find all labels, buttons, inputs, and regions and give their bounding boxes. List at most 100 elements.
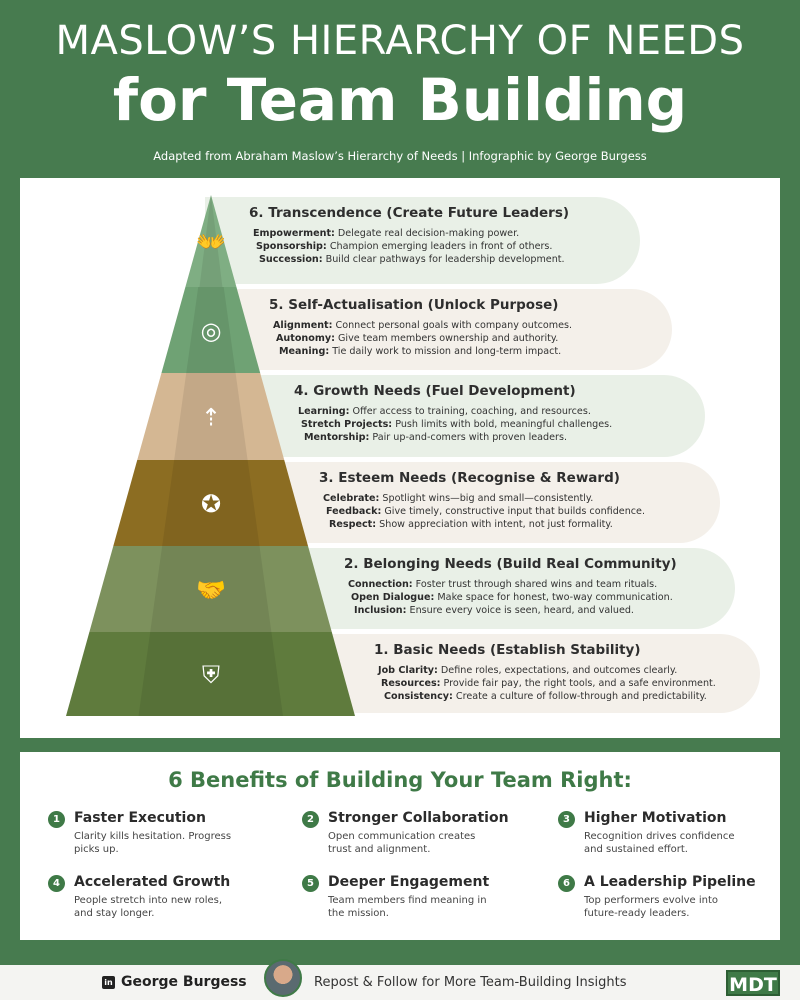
tier-point: Empowerment: Delegate real decision-maki… bbox=[253, 227, 640, 240]
point-text: Delegate real decision-making power. bbox=[334, 228, 520, 239]
author-name[interactable]: George Burgess bbox=[121, 974, 247, 990]
meditation-icon: ◎ bbox=[201, 317, 222, 345]
avatar bbox=[264, 959, 302, 997]
tier-point: Autonomy: Give team members ownership an… bbox=[276, 332, 672, 345]
benefit-text: Top performers evolve into future-ready … bbox=[584, 895, 719, 919]
point-text: Champion emerging leaders in front of ot… bbox=[326, 241, 553, 252]
point-text: Spotlight wins—big and small—consistentl… bbox=[379, 493, 594, 504]
point-label: Alignment: bbox=[273, 320, 333, 331]
point-label: Resources: bbox=[381, 678, 441, 689]
point-text: Give team members ownership and authorit… bbox=[334, 333, 559, 344]
linkedin-icon[interactable]: in bbox=[102, 976, 115, 989]
growth-plant-icon: ⇡ bbox=[201, 404, 221, 432]
tier-shade bbox=[186, 287, 236, 373]
benefit-number: 3 bbox=[558, 811, 575, 828]
benefit-text: Clarity kills hesitation. Progress picks… bbox=[74, 831, 232, 855]
benefits-panel: 6 Benefits of Building Your Team Right: … bbox=[20, 752, 780, 940]
benefit-number: 6 bbox=[558, 875, 575, 892]
benefit-title: Faster Execution bbox=[74, 810, 206, 826]
point-label: Empowerment: bbox=[253, 228, 335, 239]
tier-point: Alignment: Connect personal goals with c… bbox=[273, 319, 672, 332]
point-text: Tie daily work to mission and long-term … bbox=[329, 346, 562, 357]
point-label: Mentorship: bbox=[304, 432, 370, 443]
benefit-title: A Leadership Pipeline bbox=[584, 874, 756, 890]
tier-title: 2. Belonging Needs (Build Real Community… bbox=[344, 556, 677, 572]
tier-shade bbox=[150, 546, 272, 632]
tier-point: Mentorship: Pair up-and-comers with prov… bbox=[304, 431, 705, 444]
tier-point: Connection: Foster trust through shared … bbox=[348, 578, 735, 591]
point-label: Inclusion: bbox=[354, 605, 407, 616]
tier-point: Open Dialogue: Make space for honest, tw… bbox=[351, 591, 735, 604]
tier-title: 3. Esteem Needs (Recognise & Reward) bbox=[319, 470, 620, 486]
hands-person-icon: 👐 bbox=[196, 228, 226, 256]
benefit-text: Team members find meaning in the mission… bbox=[328, 895, 487, 919]
pyramid-tier bbox=[185, 195, 237, 287]
point-text: Ensure every voice is seen, heard, and v… bbox=[406, 605, 634, 616]
tier-point: Celebrate: Spotlight wins—big and small—… bbox=[323, 492, 720, 505]
tier-shade bbox=[138, 632, 283, 716]
benefit-text: Open communication creates trust and ali… bbox=[328, 831, 476, 855]
tier-card: 2. Belonging Needs (Build Real Community… bbox=[300, 548, 735, 629]
benefit-number: 4 bbox=[48, 875, 65, 892]
tier-point: Learning: Offer access to training, coac… bbox=[298, 405, 705, 418]
point-text: Push limits with bold, meaningful challe… bbox=[392, 419, 613, 430]
mdt-logo: MDT bbox=[726, 970, 780, 996]
benefit-number: 5 bbox=[302, 875, 319, 892]
subtitle: Adapted from Abraham Maslow’s Hierarchy … bbox=[153, 149, 647, 163]
tier-shade bbox=[199, 195, 223, 287]
tier-title: 1. Basic Needs (Establish Stability) bbox=[374, 642, 641, 658]
point-label: Consistency: bbox=[384, 691, 453, 702]
tier-point: Respect: Show appreciation with intent, … bbox=[329, 518, 720, 531]
point-label: Open Dialogue: bbox=[351, 592, 435, 603]
benefit-title: Deeper Engagement bbox=[328, 874, 490, 890]
point-text: Foster trust through shared wins and tea… bbox=[412, 579, 658, 590]
shield-check-icon: ⛨ bbox=[202, 661, 220, 689]
pyramid-tier bbox=[89, 546, 332, 632]
point-label: Succession: bbox=[259, 254, 323, 265]
tier-point: Feedback: Give timely, constructive inpu… bbox=[326, 505, 720, 518]
point-label: Sponsorship: bbox=[256, 241, 327, 252]
point-text: Build clear pathways for leadership deve… bbox=[322, 254, 565, 265]
tier-title: 5. Self-Actualisation (Unlock Purpose) bbox=[269, 297, 559, 313]
cta-text: Repost & Follow for More Team-Building I… bbox=[314, 975, 627, 990]
benefit-title: Higher Motivation bbox=[584, 810, 727, 826]
point-label: Stretch Projects: bbox=[301, 419, 393, 430]
point-label: Learning: bbox=[298, 406, 350, 417]
point-label: Feedback: bbox=[326, 506, 382, 517]
footer: in George Burgess Repost & Follow for Mo… bbox=[0, 959, 800, 1000]
point-text: Connect personal goals with company outc… bbox=[332, 320, 573, 331]
tier-point: Sponsorship: Champion emerging leaders i… bbox=[256, 240, 640, 253]
title-line2: for Team Building bbox=[112, 66, 688, 134]
point-text: Offer access to training, coaching, and … bbox=[349, 406, 591, 417]
point-label: Respect: bbox=[329, 519, 377, 530]
handshake-icon: 🤝 bbox=[196, 576, 226, 604]
tier-card: 5. Self-Actualisation (Unlock Purpose) Al… bbox=[225, 289, 672, 370]
benefit-number: 1 bbox=[48, 811, 65, 828]
tier-card: 4. Growth Needs (Fuel Development) Learni… bbox=[250, 375, 705, 457]
pyramid: 👐 ◎ ⇡ ✪ 🤝 ⛨ bbox=[66, 195, 355, 716]
point-text: Make space for honest, two-way communica… bbox=[434, 592, 673, 603]
tier-point: Consistency: Create a culture of follow-… bbox=[384, 690, 760, 703]
point-text: Give timely, constructive input that bui… bbox=[381, 506, 645, 517]
point-label: Connection: bbox=[348, 579, 413, 590]
title-line1: MASLOW’S HIERARCHY OF NEEDS bbox=[55, 18, 745, 64]
pyramid-tier bbox=[66, 632, 355, 716]
tier-card: 3. Esteem Needs (Recognise & Reward) Cele… bbox=[275, 462, 720, 543]
award-hand-icon: ✪ bbox=[201, 490, 221, 518]
point-text: Define roles, expectations, and outcomes… bbox=[437, 665, 678, 676]
benefit-text: People stretch into new roles, and stay … bbox=[74, 895, 223, 919]
pyramid-tier bbox=[161, 287, 261, 373]
benefits-heading: 6 Benefits of Building Your Team Right: bbox=[168, 768, 632, 792]
point-label: Job Clarity: bbox=[378, 665, 438, 676]
tier-shade bbox=[174, 373, 248, 460]
tier-point: Job Clarity: Define roles, expectations,… bbox=[378, 664, 760, 677]
tier-title: 4. Growth Needs (Fuel Development) bbox=[294, 383, 576, 399]
point-text: Pair up-and-comers with proven leaders. bbox=[369, 432, 568, 443]
tier-point: Stretch Projects: Push limits with bold,… bbox=[301, 418, 705, 431]
tier-card: 6. Transcendence (Create Future Leaders)… bbox=[205, 197, 640, 284]
benefit-title: Accelerated Growth bbox=[74, 874, 231, 890]
